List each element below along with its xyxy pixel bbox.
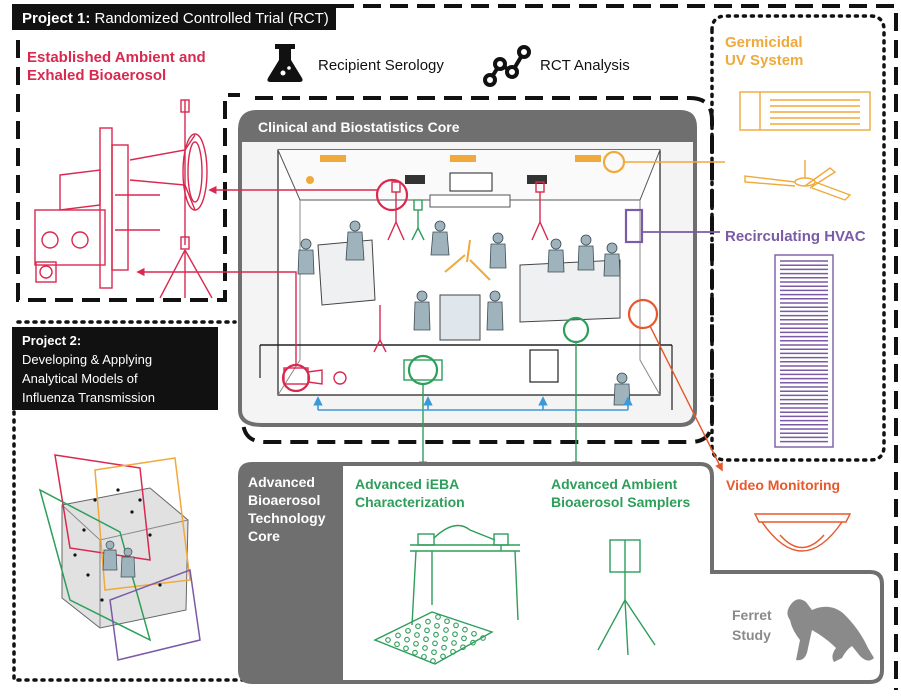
ieba-grid-dot xyxy=(453,622,459,629)
clinical-core-boundary xyxy=(241,96,714,444)
ieba-apparatus xyxy=(373,524,520,665)
ieba-grid-dot xyxy=(421,653,427,660)
video-monitoring-label: Video Monitoring xyxy=(726,477,840,493)
ferret-icon xyxy=(787,599,874,662)
ieba-grid-dot xyxy=(405,627,411,634)
ambient-samplers-label-line2: Bioaerosol Samplers xyxy=(551,494,690,510)
ambient-samplers-label-line1: Advanced Ambient xyxy=(551,476,678,492)
rct-analysis-label: RCT Analysis xyxy=(540,57,630,74)
ieba-grid-dot xyxy=(415,623,421,630)
ieba-grid-dot xyxy=(435,614,441,620)
tech-core-line1: Advanced xyxy=(248,474,315,490)
ieba-grid-dot xyxy=(424,627,430,634)
uv-system-label-line2: UV System xyxy=(725,52,803,69)
ieba-grid-dot xyxy=(452,631,458,638)
project1-boundary xyxy=(16,4,898,690)
tech-core-line3: Technology xyxy=(248,510,326,526)
room-red-sampler-marker xyxy=(375,178,409,212)
network-icon xyxy=(483,45,531,87)
exhaled-sampler-apparatus xyxy=(34,99,213,299)
room-hvac-marker xyxy=(624,208,644,244)
ieba-grid-dot xyxy=(425,618,431,625)
quarantine-room-illustration xyxy=(259,149,673,410)
ieba-grid-dot xyxy=(430,658,436,664)
ieba-grid-dot xyxy=(461,635,467,642)
tech-core-sidebar xyxy=(240,464,343,682)
camera-dome-icon xyxy=(753,513,852,552)
ferret-study-line2: Study xyxy=(732,627,771,643)
ieba-label-line1: Advanced iEBA xyxy=(355,476,459,492)
figure-caption-cut xyxy=(0,684,901,696)
project2-header xyxy=(12,327,218,410)
ambient-sampler-device xyxy=(597,539,656,656)
project1-header-text: Project 1: Randomized Controlled Trial (… xyxy=(22,10,329,27)
uv-hvac-boundary xyxy=(710,14,886,462)
ieba-grid-dot xyxy=(444,618,450,625)
room-camera-marker xyxy=(627,298,659,330)
ieba-grid-dot xyxy=(412,649,418,656)
clinical-core-header xyxy=(240,112,695,142)
ieba-dot-grid xyxy=(385,614,486,664)
ieba-grid-dot xyxy=(432,640,438,647)
ieba-grid-dot xyxy=(413,640,419,647)
ieba-grid-dot xyxy=(404,636,410,643)
ieba-grid-dot xyxy=(385,637,391,643)
transmission-model-cube xyxy=(38,454,201,661)
ieba-grid-dot xyxy=(433,631,439,638)
ieba-grid-dot xyxy=(403,645,409,652)
ieba-grid-dot xyxy=(470,639,476,646)
ieba-grid-dot xyxy=(442,635,448,642)
ieba-grid-dot xyxy=(414,632,420,638)
ieba-grid-dot xyxy=(431,649,437,656)
ieba-grid-dot xyxy=(422,645,428,651)
airflow-arrows xyxy=(313,396,633,411)
ferret-study-line1: Ferret xyxy=(732,607,772,623)
recipient-serology-label: Recipient Serology xyxy=(318,57,444,74)
hvac-unit xyxy=(774,254,834,448)
project2-line3: Analytical Models of xyxy=(22,371,138,386)
connector-exhaled xyxy=(136,267,297,365)
bioaerosol-label-line2: Exhaled Bioaerosol xyxy=(27,67,166,84)
connector-video xyxy=(649,325,723,472)
ieba-grid-dot xyxy=(434,622,440,629)
tech-core-line4: Core xyxy=(248,528,280,544)
ieba-grid-dot xyxy=(423,636,429,643)
ieba-grid-dot xyxy=(460,644,466,651)
flask-icon xyxy=(267,44,303,82)
project2-line1: Project 2: xyxy=(22,333,81,348)
ceiling-fan xyxy=(744,160,852,201)
ieba-grid-dot xyxy=(394,641,400,648)
ieba-grid-dot xyxy=(451,640,457,646)
project2-boundary xyxy=(12,320,252,682)
ieba-grid-dot xyxy=(395,632,401,639)
clinical-core-title: Clinical and Biostatistics Core xyxy=(258,119,460,135)
tech-core-line2: Bioaerosol xyxy=(248,492,320,508)
uv-system-label-line1: Germicidal xyxy=(725,34,803,51)
ieba-label-line2: Characterization xyxy=(355,494,465,510)
ieba-grid-dot xyxy=(450,648,456,655)
ieba-grid-dot xyxy=(441,644,447,651)
hvac-label: Recirculating HVAC xyxy=(725,228,866,245)
project1-header xyxy=(12,4,336,30)
project2-line4: Influenza Transmission xyxy=(22,390,155,405)
ieba-grid-dot xyxy=(480,635,486,641)
bioaerosol-label-line1: Established Ambient and xyxy=(27,49,206,66)
project2-line2: Developing & Applying xyxy=(22,352,152,367)
ieba-grid-dot xyxy=(443,627,449,633)
ieba-grid-dot xyxy=(462,626,468,633)
uv-fixture xyxy=(739,91,871,131)
ieba-grid-dot xyxy=(440,653,446,660)
ieba-grid-dot xyxy=(471,630,477,637)
